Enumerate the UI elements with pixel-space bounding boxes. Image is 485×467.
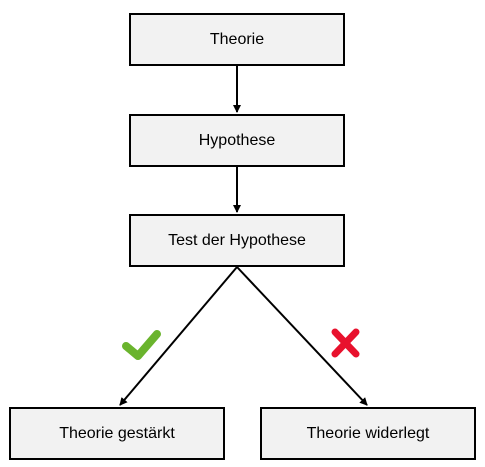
check-icon — [122, 330, 161, 360]
node-theorie: Theorie — [129, 13, 345, 66]
node-widerlegt-label: Theorie widerlegt — [306, 424, 430, 442]
edge-test-gestaerkt — [119, 266, 238, 406]
node-hypothese-label: Hypothese — [198, 131, 276, 149]
edge-test-widerlegt — [236, 266, 368, 406]
node-theorie-label: Theorie — [209, 30, 265, 48]
cross-icon — [331, 328, 360, 358]
node-gestaerkt-label: Theorie gestärkt — [59, 424, 175, 442]
node-hypothese: Hypothese — [129, 114, 345, 167]
node-theorie-widerlegt: Theorie widerlegt — [260, 407, 476, 460]
node-test-der-hypothese: Test der Hypothese — [129, 214, 345, 267]
node-theorie-gestaerkt: Theorie gestärkt — [9, 407, 225, 460]
node-test-label: Test der Hypothese — [168, 231, 306, 249]
